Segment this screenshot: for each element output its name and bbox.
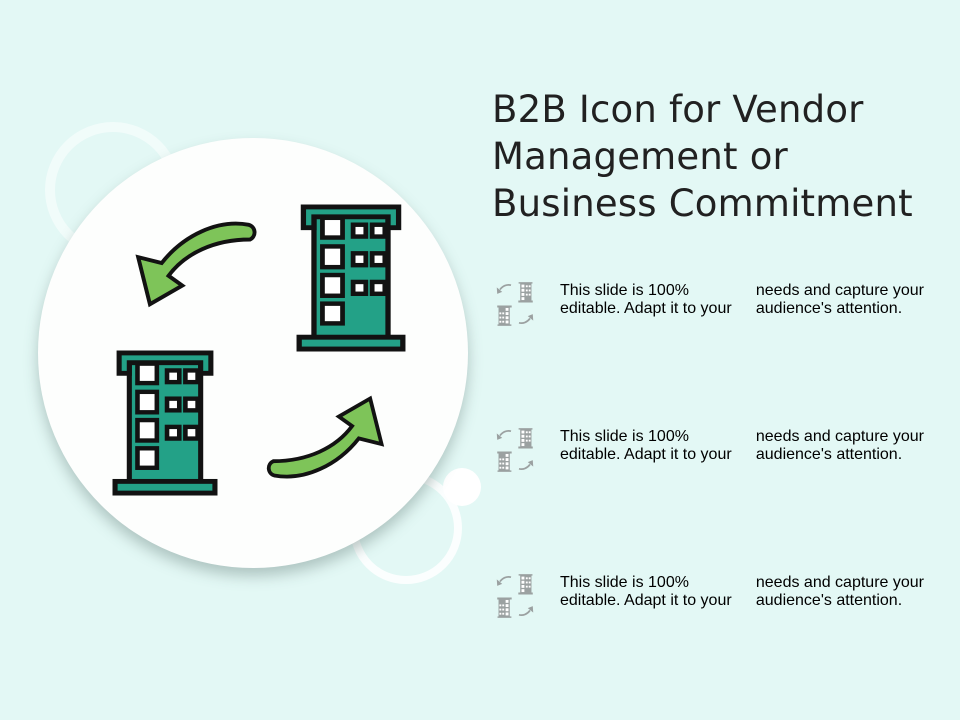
bullet-text-line: needs and capture your audience's attent… (755, 574, 924, 609)
building-icon-top-right (296, 204, 406, 352)
slide-title: B2B Icon for Vendor Management or Busine… (492, 86, 932, 227)
title-line-2: Management or (492, 135, 788, 178)
bullet-text-line: This slide is 100% editable. Adapt it to… (560, 428, 732, 463)
title-line-1: B2B Icon for Vendor (492, 88, 864, 131)
bullet-text-line: This slide is 100% editable. Adapt it to… (560, 574, 732, 609)
bullet-text-line: needs and capture your audience's attent… (755, 428, 924, 463)
bullet-item-3: This slide is 100% editable. Adapt it to… (496, 574, 960, 618)
icon-circle-backdrop (38, 138, 468, 568)
b2b-exchange-mini-icon (496, 428, 534, 472)
decor-dot (443, 468, 481, 506)
bullet-text-line: needs and capture your audience's attent… (755, 282, 924, 317)
curved-arrow-up-right-icon (266, 396, 384, 479)
building-icon-bottom-left (112, 350, 218, 496)
b2b-exchange-mini-icon (496, 574, 534, 618)
b2b-exchange-mini-icon (496, 282, 534, 326)
bullet-text-line: This slide is 100% editable. Adapt it to… (560, 282, 732, 317)
bullet-item-2: This slide is 100% editable. Adapt it to… (496, 428, 960, 472)
bullet-item-1: This slide is 100% editable. Adapt it to… (496, 282, 960, 326)
title-line-3: Business Commitment (492, 182, 913, 225)
curved-arrow-down-left-icon (136, 221, 257, 307)
